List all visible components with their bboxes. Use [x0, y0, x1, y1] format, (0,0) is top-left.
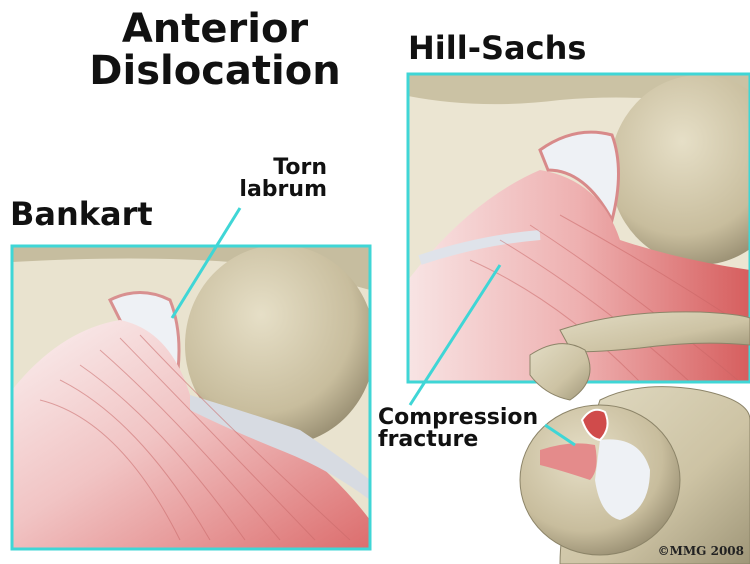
copyright-text: ©MMG 2008 [658, 544, 744, 558]
bankart-label: Bankart [10, 198, 153, 231]
page-title: Anterior Dislocation [80, 8, 350, 92]
hill-sachs-label: Hill-Sachs [408, 32, 586, 65]
torn-labrum-label: Torn labrum [232, 157, 327, 202]
bankart-panel [12, 245, 375, 549]
compression-fracture-label: Compression fracture [378, 407, 538, 452]
